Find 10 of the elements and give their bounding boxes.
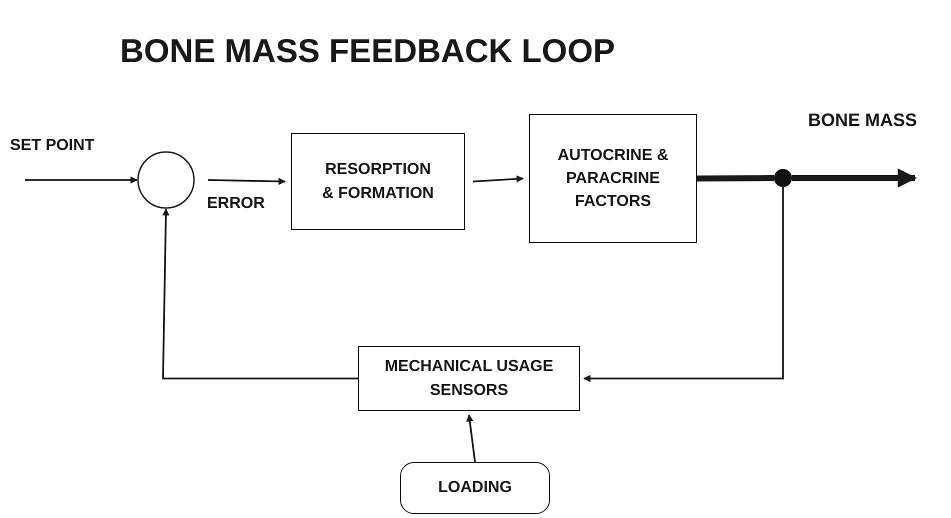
process-box: MECHANICAL USAGE SENSORS bbox=[358, 346, 580, 411]
edge-label: ERROR bbox=[207, 195, 265, 213]
process-box: RESORPTION & FORMATION bbox=[291, 133, 465, 230]
input-box: LOADING bbox=[400, 462, 550, 514]
edge-label: BONE MASS bbox=[808, 110, 918, 131]
diagram-title: BONE MASS FEEDBACK LOOP bbox=[120, 32, 616, 70]
edge-label: SET POINT bbox=[10, 137, 94, 155]
process-box: AUTOCRINE & PARACRINE FACTORS bbox=[529, 114, 697, 243]
summing-circle bbox=[137, 151, 195, 209]
junction-dot bbox=[774, 169, 792, 187]
